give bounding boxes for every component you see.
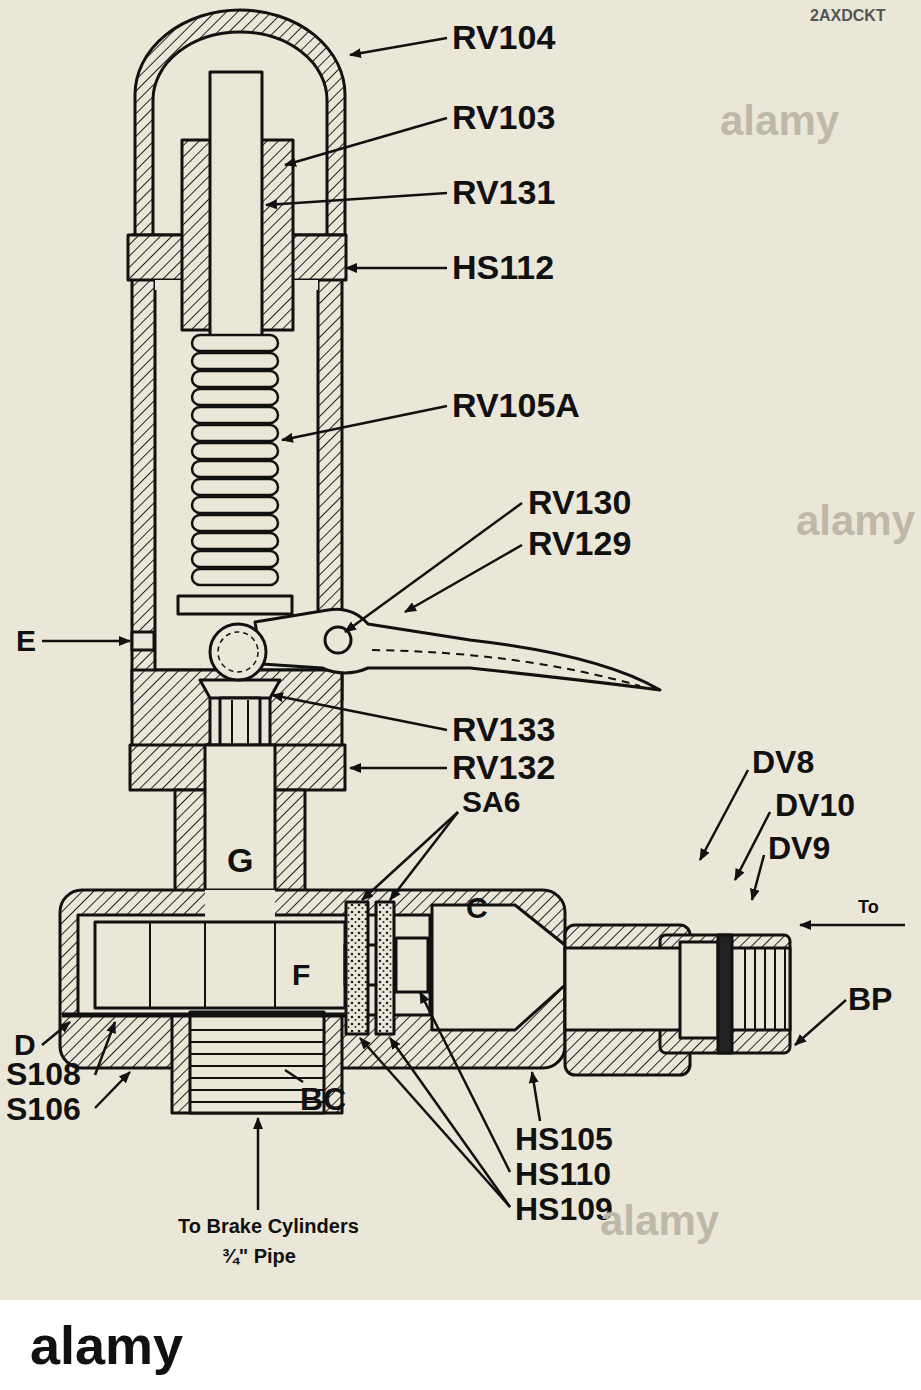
pipe-note: To Brake Cylinders (178, 1216, 359, 1236)
watermark-logo: alamy (30, 1318, 183, 1372)
callout-number: DV8 (752, 746, 814, 778)
callout-number: HS110 (515, 1158, 611, 1190)
port-letter: BC (300, 1083, 346, 1115)
watermark: alamy (720, 100, 839, 142)
chamber-letter: C (466, 893, 488, 923)
chamber-letter: F (292, 960, 310, 990)
callout-number: SA6 (462, 787, 520, 817)
pipe-note: ¾" Pipe (222, 1246, 296, 1266)
callout-number: RV133 (452, 712, 555, 746)
callout-number: DV10 (775, 789, 855, 821)
port-letter: BP (848, 983, 892, 1015)
callout-number: RV103 (452, 100, 555, 134)
callout-number: RV105A (452, 388, 580, 422)
callout-number: RV132 (452, 750, 555, 784)
callout-number: HS109 (515, 1193, 613, 1225)
port-letter: E (16, 626, 36, 656)
callout-number: DV9 (768, 832, 830, 864)
port-letter: D (14, 1030, 36, 1060)
callout-number: HS105 (515, 1123, 613, 1155)
chamber-letter: G (227, 843, 253, 877)
pipe-note: To (858, 898, 879, 916)
callout-number: RV130 (528, 485, 631, 519)
callout-number: RV104 (452, 20, 555, 54)
image-id: 2AXDCKT (810, 8, 886, 24)
callout-number: RV129 (528, 526, 631, 560)
callout-number: S106 (6, 1093, 81, 1125)
callout-number: HS112 (452, 250, 554, 284)
watermark: alamy (600, 1200, 719, 1242)
watermark: alamy (796, 500, 915, 542)
callout-number: S108 (6, 1058, 81, 1090)
callout-number: RV131 (452, 175, 555, 209)
